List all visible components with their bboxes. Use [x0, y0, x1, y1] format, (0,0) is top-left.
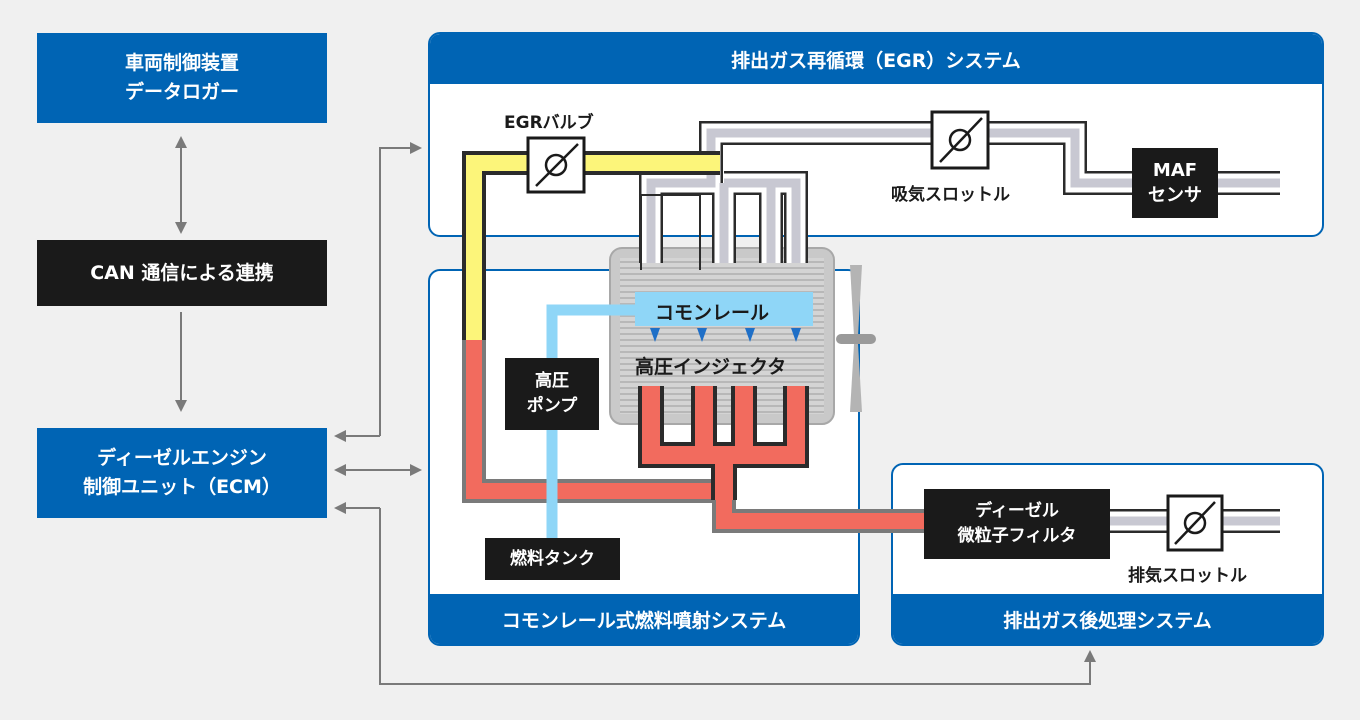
- aftertreatment-title: 排出ガス後処理システム: [893, 594, 1322, 644]
- ecm-box: ディーゼルエンジン 制御ユニット（ECM）: [37, 428, 327, 518]
- fuel-tank-box: 燃料タンク: [485, 538, 620, 580]
- intake-pipe: [639, 121, 1280, 263]
- egr-system-title: 排出ガス再循環（EGR）システム: [430, 34, 1322, 84]
- injector-label: 高圧インジェクタ: [635, 356, 787, 378]
- fuel-system-title: コモンレール式燃料噴射システム: [430, 594, 858, 644]
- common-rail-label: コモンレール: [655, 302, 770, 324]
- ecm-egr-arrow: [334, 142, 422, 442]
- egr-valve-icon: [526, 136, 586, 194]
- intake-throttle-icon: [930, 110, 990, 170]
- dpf-box: ディーゼル 微粒子フィルタ: [924, 489, 1110, 559]
- fuel-line: [546, 304, 640, 538]
- ecm-aftertreatment-arrow: [334, 502, 1096, 685]
- common-rail: [635, 292, 813, 342]
- intake-throttle-label: 吸気スロットル: [891, 185, 1010, 205]
- data-logger-box: 車両制御装置 データロガー: [37, 33, 327, 123]
- exhaust-throttle-label: 排気スロットル: [1128, 566, 1247, 586]
- egr-pipe: [462, 151, 720, 343]
- exhaust-throttle-icon: [1166, 494, 1224, 552]
- high-pressure-pump-box: 高圧 ポンプ: [505, 358, 599, 430]
- maf-sensor-box: MAF センサ: [1132, 148, 1218, 218]
- exhaust-pipe: [462, 340, 930, 533]
- egr-valve-label: EGRバルブ: [504, 113, 594, 133]
- injector-nozzles: [650, 328, 801, 342]
- cooling-fan-icon: [836, 265, 876, 412]
- can-bus-box: CAN 通信による連携: [37, 240, 327, 306]
